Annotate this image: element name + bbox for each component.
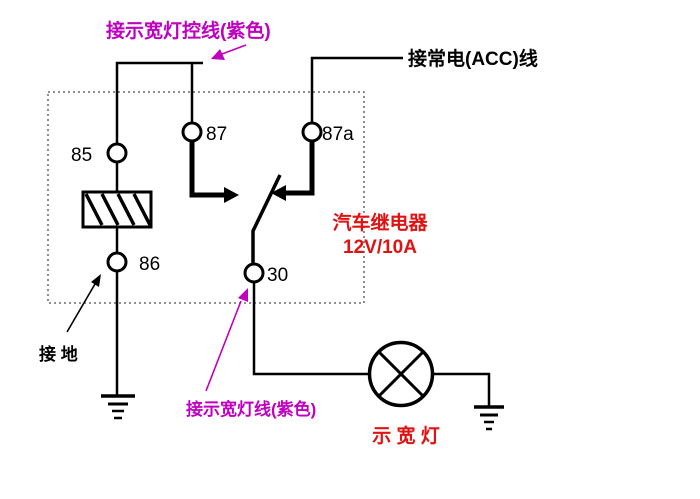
control-wire-segment (115, 61, 203, 144)
control-wire-label: 接示宽灯控线(紫色) (106, 19, 271, 42)
terminal-87 (181, 121, 203, 143)
pin-87a-label: 87a (322, 124, 354, 145)
pin-87-label: 87 (206, 124, 227, 145)
relay-boundary-box (47, 91, 365, 304)
terminal-30 (243, 262, 265, 284)
ground-pointer (66, 274, 101, 333)
lamp-wire-label: 接示宽灯线(紫色) (186, 399, 316, 419)
pin87a-contact-path (286, 141, 315, 196)
pin30-to-lamp-wire (252, 282, 369, 376)
right-arrowhead-icon (224, 187, 239, 203)
lamp-icon (367, 340, 435, 408)
terminal-87a (301, 121, 323, 143)
pin87-contact-path (189, 141, 224, 198)
pin-85-label: 85 (71, 145, 92, 166)
lamp-wire-pointer (205, 288, 248, 392)
pin-30-label: 30 (267, 265, 288, 286)
ground-label: 接 地 (39, 344, 78, 364)
relay-rating-label: 12V/10A (343, 237, 417, 258)
relay-coil-icon (81, 190, 153, 229)
switch-blade-icon (251, 174, 282, 264)
coil-hatching (84, 193, 152, 226)
acc-wire-label: 接常电(ACC)线 (408, 47, 538, 70)
acc-wire-segment (310, 56, 403, 123)
terminal-86 (106, 251, 128, 273)
pointer-arrowhead-icon (211, 49, 225, 60)
ground-icon-left (101, 394, 135, 420)
terminal-85 (106, 142, 128, 164)
lamp-name-label: 示 宽 灯 (372, 424, 440, 447)
pointer-arrowhead-icon (238, 288, 248, 302)
relay-name-label: 汽车继电器 (332, 211, 428, 234)
lamp-to-ground-wire (433, 372, 491, 407)
pointer-arrowhead-icon (91, 274, 101, 287)
left-arrowhead-icon (271, 185, 286, 201)
pin87a-contact-arrow (271, 141, 315, 201)
pin87-contact-arrow (189, 141, 239, 203)
wires (115, 56, 491, 407)
ground-icon-right (474, 405, 504, 431)
pin-86-label: 86 (139, 254, 160, 275)
control-wire-pointer (211, 44, 247, 60)
